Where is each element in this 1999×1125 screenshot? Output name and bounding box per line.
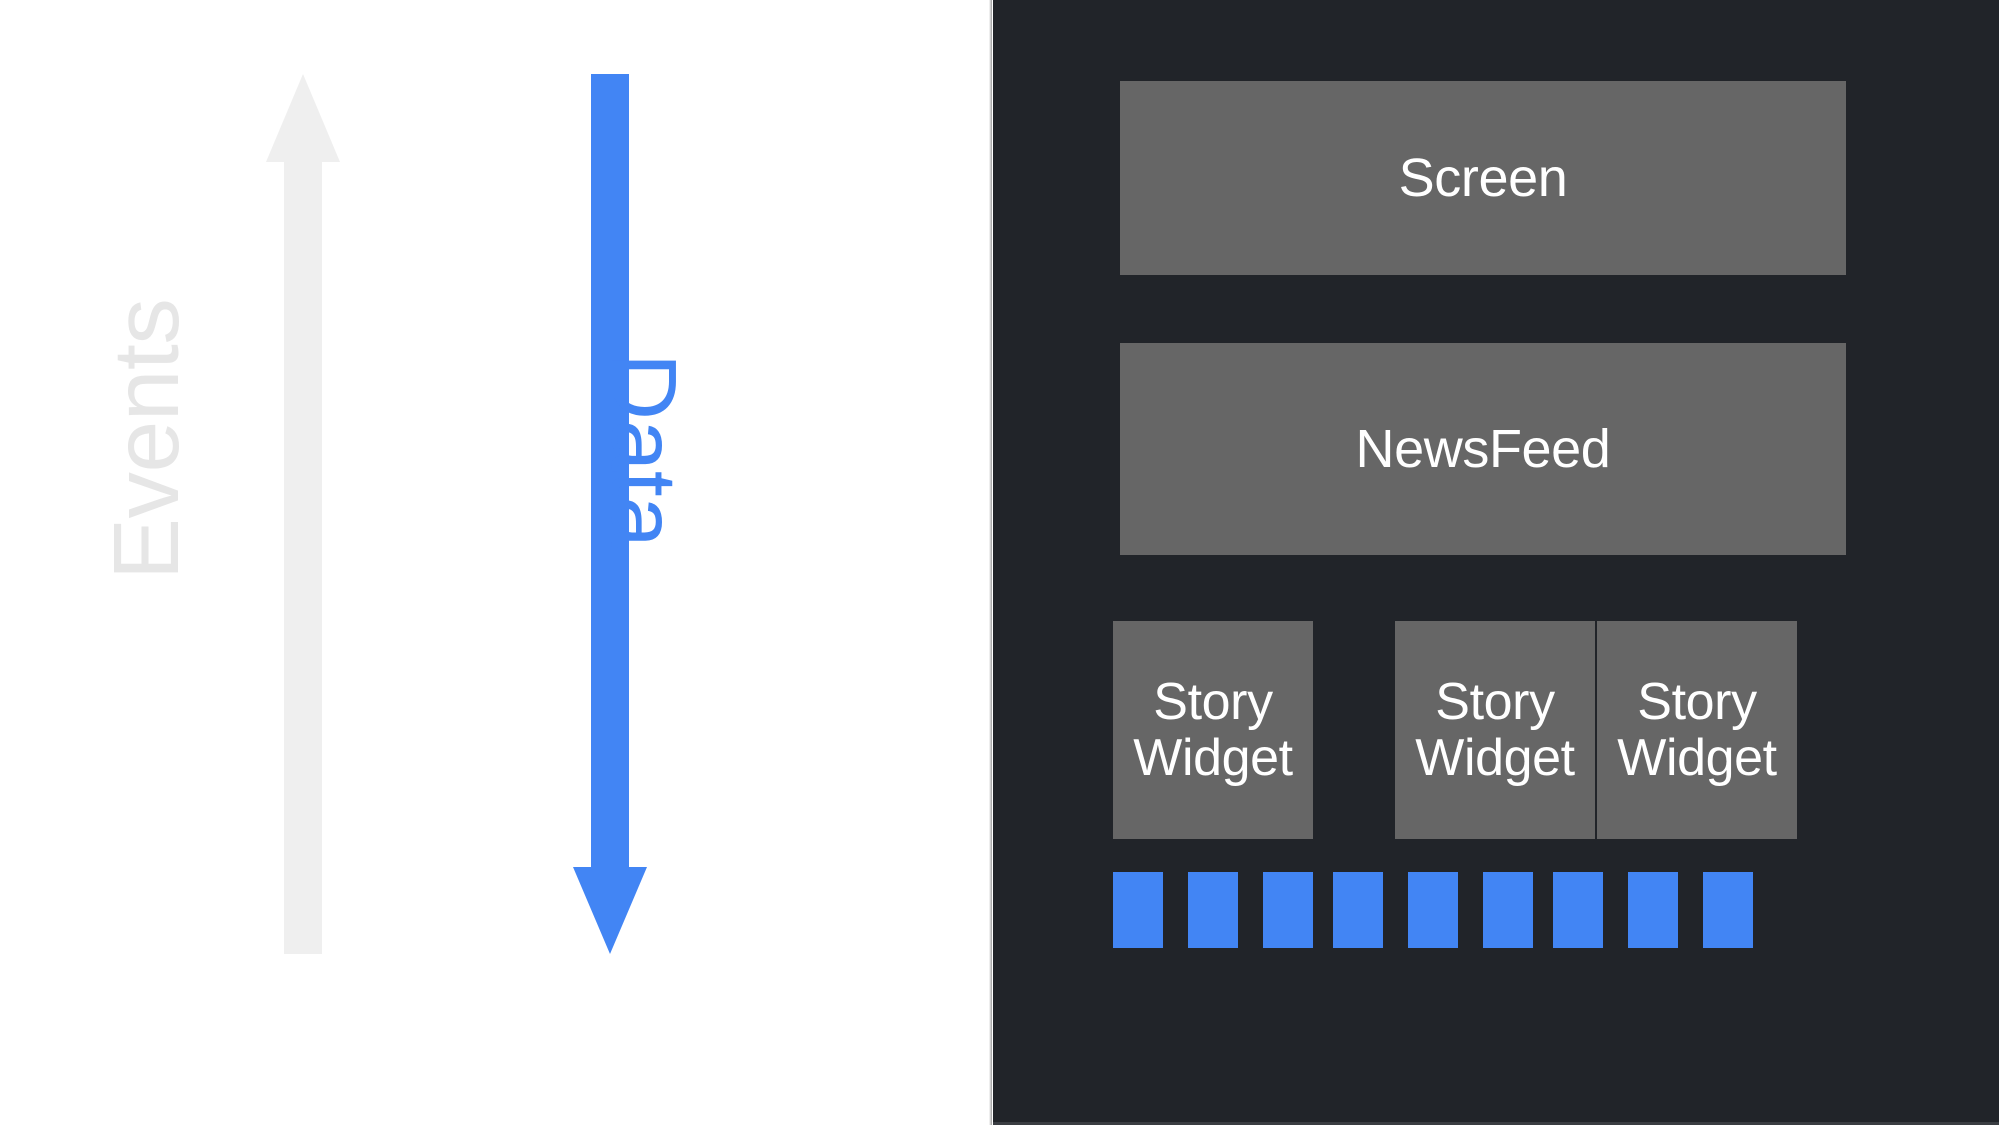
panel-divider xyxy=(989,0,992,1125)
leaf-widget[interactable] xyxy=(1408,872,1458,948)
leaf-widget[interactable] xyxy=(1703,872,1753,948)
node-story-widget[interactable]: Story Widget xyxy=(1597,621,1797,839)
node-newsfeed[interactable]: NewsFeed xyxy=(1120,343,1846,555)
arrow-down-icon xyxy=(573,74,647,954)
widget-tree-panel: Screen NewsFeed Story Widget Story Widge… xyxy=(993,0,1999,1125)
node-screen[interactable]: Screen xyxy=(1120,81,1846,275)
story-widget-line2: Widget xyxy=(1133,729,1293,787)
story-widget-text: Story Widget xyxy=(1617,672,1777,787)
node-story-widget[interactable]: Story Widget xyxy=(1395,621,1595,839)
story-widget-line1: Story xyxy=(1153,672,1273,731)
leaf-widget[interactable] xyxy=(1483,872,1533,948)
arrow-up-icon xyxy=(266,74,340,954)
leaf-widget[interactable] xyxy=(1263,872,1313,948)
leaf-widget[interactable] xyxy=(1113,872,1163,948)
story-widget-line2: Widget xyxy=(1415,729,1575,787)
node-story-widget[interactable]: Story Widget xyxy=(1113,621,1313,839)
story-widget-line1: Story xyxy=(1637,672,1757,731)
events-flow-label: Events xyxy=(94,298,198,580)
leaf-widget[interactable] xyxy=(1628,872,1678,948)
story-widget-text: Story Widget xyxy=(1415,672,1575,787)
story-widget-line1: Story xyxy=(1435,672,1555,731)
leaf-widget[interactable] xyxy=(1333,872,1383,948)
leaf-widget[interactable] xyxy=(1553,872,1603,948)
leaf-widget[interactable] xyxy=(1188,872,1238,948)
flow-legend-panel: Events Data xyxy=(0,0,993,1125)
data-flow-label: Data xyxy=(592,353,696,548)
story-widget-text: Story Widget xyxy=(1133,672,1293,787)
panel-bottom-hairline xyxy=(993,1122,1999,1125)
story-widget-line2: Widget xyxy=(1617,729,1777,787)
